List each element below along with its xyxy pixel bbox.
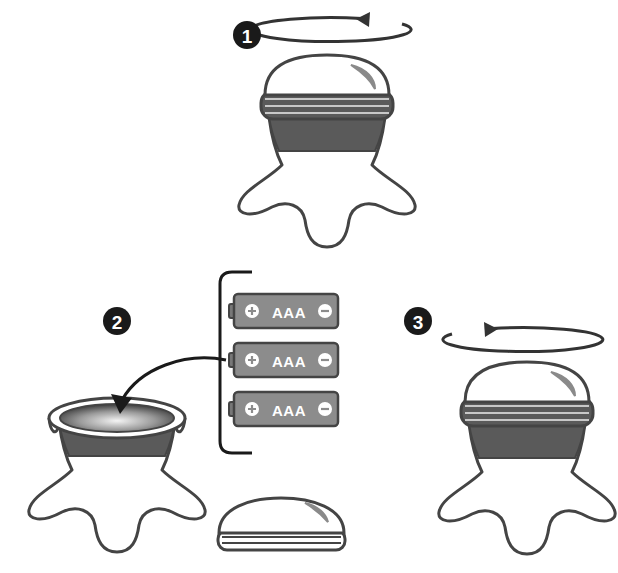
callout-number: 3	[413, 313, 424, 332]
callout-number: 2	[112, 313, 123, 332]
battery-label: AAA	[272, 354, 306, 369]
battery-label: AAA	[272, 403, 306, 418]
battery-label: AAA	[272, 305, 306, 320]
callout-number: 1	[242, 27, 253, 46]
